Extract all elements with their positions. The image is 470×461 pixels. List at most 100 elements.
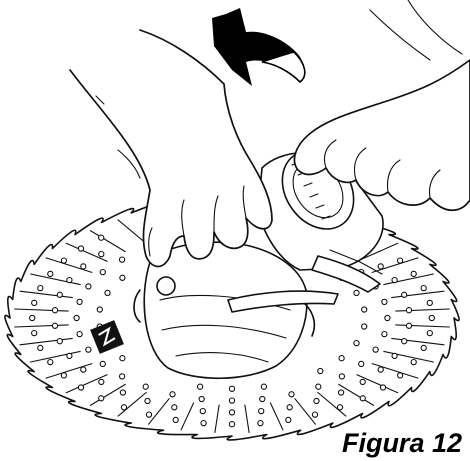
- disc-hole: [406, 323, 411, 328]
- disc-hole: [78, 246, 83, 251]
- disc-hole: [385, 315, 390, 320]
- disc-hole: [100, 270, 105, 275]
- disc-hole: [77, 299, 82, 304]
- disc-hole: [81, 264, 86, 269]
- disc-hole: [100, 361, 105, 366]
- disc-hole: [170, 392, 175, 397]
- disc-hole: [67, 278, 72, 283]
- disc-hole: [314, 398, 319, 403]
- disc-hole: [120, 275, 125, 280]
- disc-hole: [402, 292, 407, 297]
- disc-hole: [74, 315, 79, 320]
- disc-slit: [392, 338, 444, 344]
- disc-hole: [200, 409, 205, 414]
- disc-hole: [406, 308, 411, 313]
- disc-hole: [261, 384, 266, 389]
- disc-slit: [215, 405, 219, 433]
- disc-hole: [81, 367, 86, 372]
- disc-hole: [52, 323, 57, 328]
- disc-slit: [392, 291, 444, 297]
- disc-slit: [339, 384, 374, 405]
- disc-hole: [86, 284, 91, 289]
- disc-hole: [120, 257, 125, 262]
- disc-hole: [120, 374, 125, 379]
- disc-hole: [97, 307, 102, 312]
- logo-badge-icon: [90, 320, 124, 354]
- disc-hole: [38, 345, 43, 350]
- disc-slit: [90, 384, 125, 405]
- disc-slit: [181, 403, 194, 430]
- disc-hole: [145, 398, 150, 403]
- disc-hole: [289, 392, 294, 397]
- disc-hole: [411, 360, 416, 365]
- disc-hole: [229, 386, 234, 391]
- disc-hole: [32, 331, 37, 336]
- disc-slit: [270, 403, 283, 430]
- disc-hole: [99, 235, 104, 240]
- disc-hole: [398, 258, 403, 263]
- disc-slit: [149, 399, 170, 425]
- disc-hole: [201, 421, 206, 426]
- disc-hole: [287, 405, 292, 410]
- disc-hole: [360, 379, 365, 384]
- disc-hole: [354, 341, 359, 346]
- disc-slit: [31, 351, 81, 362]
- disc-hole: [99, 396, 104, 401]
- disc-hole: [77, 332, 82, 337]
- disc-hole: [429, 315, 434, 320]
- disc-slit: [318, 393, 346, 417]
- disc-hole: [173, 417, 178, 422]
- disc-hole: [229, 410, 234, 415]
- disc-hole: [61, 258, 66, 263]
- disc-hole: [402, 339, 407, 344]
- disc-hole: [318, 368, 323, 373]
- disc-hole: [229, 398, 234, 403]
- disc-hole: [382, 332, 387, 337]
- disc-hole: [143, 384, 148, 389]
- disc-hole: [339, 374, 344, 379]
- disc-slit: [245, 405, 249, 433]
- disc-slit: [31, 274, 81, 285]
- disc-hole: [99, 379, 104, 384]
- disc-slit: [90, 231, 125, 252]
- disc-hole: [199, 396, 204, 401]
- disc-hole: [99, 252, 104, 257]
- disc-hole: [121, 405, 126, 410]
- disc-hole: [427, 300, 432, 305]
- disc-hole: [198, 384, 203, 389]
- disc-hole: [30, 315, 35, 320]
- disc-slit: [20, 338, 72, 344]
- disc-hole: [421, 286, 426, 291]
- disc-hole: [316, 384, 321, 389]
- disc-hole: [427, 331, 432, 336]
- disc-slit: [396, 325, 450, 327]
- disc-hole: [38, 286, 43, 291]
- disc-slit: [295, 399, 316, 425]
- disc-slit: [118, 220, 146, 244]
- figure-caption: Figura 12: [342, 430, 462, 457]
- disc-hole: [392, 278, 397, 283]
- disc-slit: [20, 291, 72, 297]
- disc-slit: [396, 309, 450, 311]
- disc-hole: [229, 422, 234, 427]
- disc-hole: [120, 390, 125, 395]
- disc-hole: [362, 324, 367, 329]
- disc-slit: [15, 325, 68, 327]
- disc-hole: [378, 367, 383, 372]
- disc-hole: [411, 271, 416, 276]
- disc-hole: [260, 396, 265, 401]
- disc-hole: [380, 385, 385, 390]
- disc-hole: [378, 264, 383, 269]
- disc-hole: [259, 409, 264, 414]
- disc-slit: [118, 393, 146, 417]
- disc-hole: [61, 373, 66, 378]
- disc-hole: [120, 356, 125, 361]
- disc-hole: [57, 339, 62, 344]
- disc-hole: [362, 307, 367, 312]
- disc-hole: [359, 361, 364, 366]
- disc-hole: [421, 345, 426, 350]
- disc-hole: [286, 417, 291, 422]
- curved-arrow-icon: [212, 8, 305, 86]
- disc-hole: [48, 360, 53, 365]
